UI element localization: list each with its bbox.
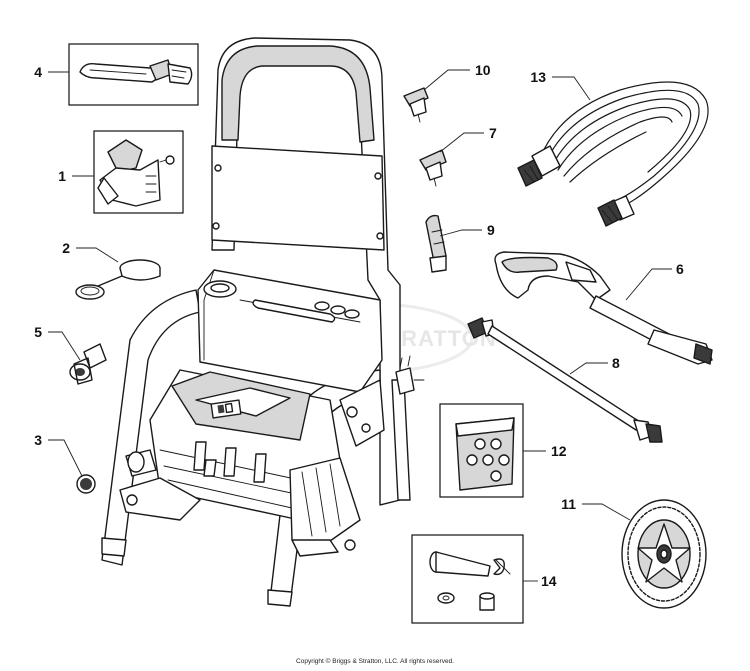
leader-9 <box>439 229 482 237</box>
callout-8: 8 <box>612 355 620 371</box>
part-2-cap <box>75 259 161 300</box>
leader-2 <box>76 247 119 263</box>
leader-lines <box>48 69 672 582</box>
leader-7 <box>439 132 484 153</box>
part-1-clip-bracket <box>93 130 184 214</box>
callout-7: 7 <box>489 125 497 141</box>
leader-6 <box>625 268 672 301</box>
part-10-nozzle <box>403 87 429 123</box>
part-14-axle-kit <box>411 534 524 624</box>
part-9-turbo-nozzle <box>425 214 447 273</box>
part-6-spray-gun <box>494 251 713 365</box>
leader-13 <box>552 76 591 101</box>
part-11-wheel <box>621 499 707 609</box>
callout-2: 2 <box>62 240 70 256</box>
callout-numbers: 4 1 2 5 3 10 7 9 13 6 8 12 11 14 <box>34 62 684 589</box>
callout-6: 6 <box>676 261 684 277</box>
part-4-box <box>68 43 199 106</box>
callout-4: 4 <box>34 64 42 80</box>
callout-10: 10 <box>475 62 491 78</box>
callout-9: 9 <box>487 222 495 238</box>
part-8-wand <box>467 317 663 443</box>
part-12-box <box>439 403 524 498</box>
part-1-box <box>93 130 184 214</box>
part-7-nozzle <box>419 149 447 187</box>
part-14-box <box>411 534 524 624</box>
part-12-o-ring-kit <box>439 403 524 498</box>
part-4-strap <box>68 43 199 106</box>
leader-10 <box>423 69 470 91</box>
callout-1: 1 <box>58 168 66 184</box>
leader-8 <box>569 362 608 375</box>
part-5-adapter <box>69 343 107 385</box>
part-13-hose <box>517 81 709 227</box>
callout-12: 12 <box>551 443 567 459</box>
leader-5 <box>48 331 81 361</box>
leader-3 <box>48 439 83 477</box>
pressure-washer-frame-assembly <box>101 37 425 607</box>
callout-5: 5 <box>34 324 42 340</box>
part-3-filter-screen <box>76 474 96 494</box>
copyright-notice: Copyright © Briggs & Stratton, LLC. All … <box>296 658 454 665</box>
callout-3: 3 <box>34 432 42 448</box>
callout-14: 14 <box>541 573 557 589</box>
leader-11 <box>582 503 631 521</box>
callout-13: 13 <box>530 69 546 85</box>
callout-11: 11 <box>561 496 576 512</box>
